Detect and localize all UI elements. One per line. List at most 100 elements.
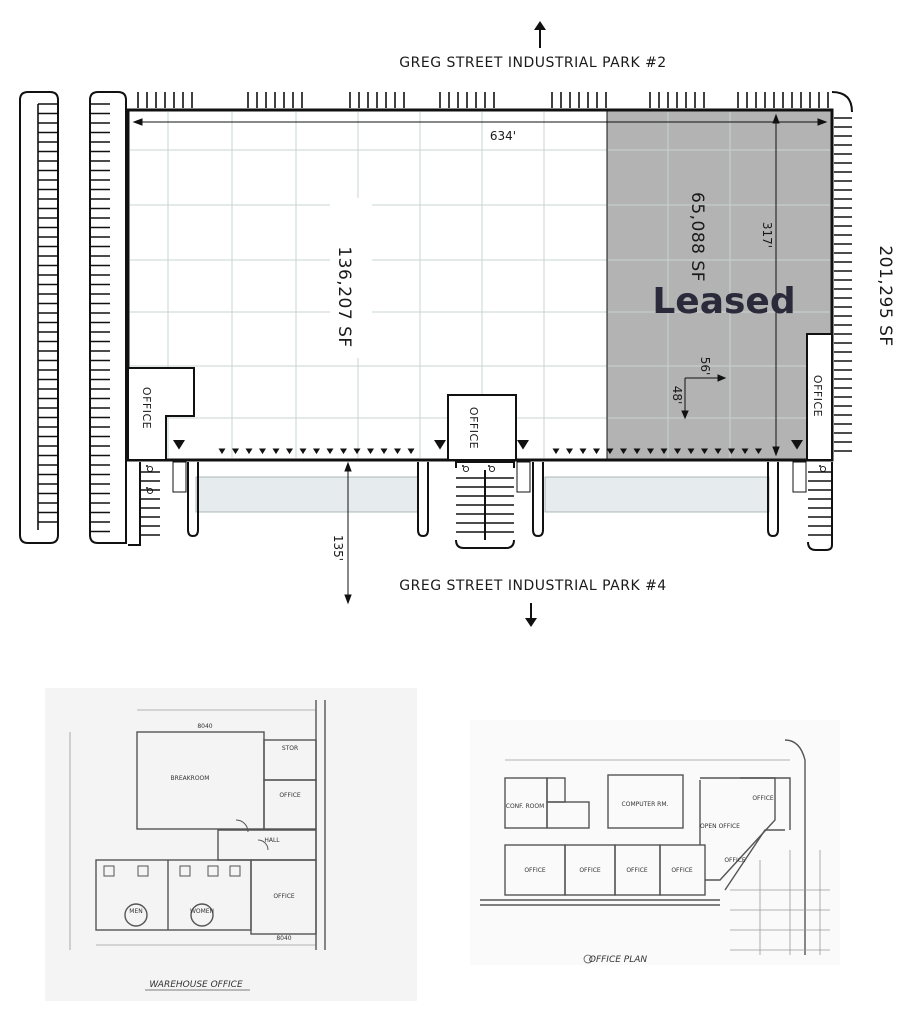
- dock-door-marker-icon: [728, 448, 735, 455]
- loading-pad-center: [516, 461, 531, 493]
- accessible-parking-icon: [819, 465, 827, 473]
- truck-court-right: [544, 476, 770, 513]
- dock-door-marker-icon: [313, 448, 320, 455]
- accessible-parking-icon: [462, 465, 470, 473]
- leased-area-label: 65,088 SF: [687, 192, 707, 282]
- setback-dimension-label: 135': [331, 535, 345, 561]
- office-plan-office-4: OFFICE: [626, 867, 648, 874]
- office-center: [447, 394, 517, 461]
- office-left: [127, 367, 195, 461]
- dock-door-marker-icon: [407, 448, 415, 455]
- office-center-label: OFFICE: [467, 407, 480, 449]
- dock-door-marker-icon: [593, 448, 600, 455]
- dock-door-marker-icon: [367, 448, 374, 455]
- dock-door-marker-icon: [232, 448, 239, 455]
- dock-door-marker-icon: [299, 448, 307, 455]
- depth-dimension: [772, 113, 780, 457]
- lower-left-parking: [128, 462, 141, 546]
- office-plan-office-1: OFFICE: [752, 795, 774, 802]
- warehouse-office-title: WAREHOUSE OFFICE: [149, 980, 243, 990]
- office-plan-office-6: OFFICE: [724, 857, 746, 864]
- office-right-label: OFFICE: [811, 375, 824, 417]
- loading-pad-right: [792, 461, 807, 493]
- depth-dimension-label: 317': [760, 222, 774, 248]
- south-park-label: GREG STREET INDUSTRIAL PARK #4: [399, 578, 666, 594]
- center-parking-stalls: [456, 477, 514, 533]
- truck-court-left: [195, 476, 419, 513]
- warehouse-office-plan: BREAKROOM STOR OFFICE HALL MEN WOMEN OFF…: [45, 688, 417, 1001]
- lower-right-stalls: [808, 471, 832, 536]
- office-right: [806, 333, 833, 461]
- dock-door-marker-icon: [674, 448, 681, 455]
- accessible-parking-icon: [146, 487, 154, 495]
- accessible-parking-icon-head: [462, 465, 464, 467]
- office-left-label: OFFICE: [140, 387, 153, 429]
- warehouse-stor-label: STOR: [282, 745, 298, 752]
- warehouse-office-label-1: OFFICE: [279, 792, 301, 799]
- dock-door-marker-icon: [286, 448, 293, 455]
- lower-right-parking: [807, 462, 833, 551]
- dock-door-marker-icon: [647, 448, 654, 455]
- north-park-label: GREG STREET INDUSTRIAL PARK #2: [399, 55, 666, 71]
- dock-door-marker-icon: [741, 448, 749, 455]
- dock-door-marker-icon: [326, 448, 334, 455]
- leased-label: Leased: [652, 281, 795, 322]
- dock-door-marker-icon: [620, 448, 627, 455]
- dock-door-marker-icon: [434, 440, 446, 450]
- dock-door-marker-icon: [606, 448, 614, 455]
- dock-door-marker-icon: [714, 448, 722, 455]
- dock-door-marker-icon: [791, 440, 803, 450]
- office-plan: CONF. ROOM COMPUTER RM. OPEN OFFICE OFFI…: [470, 720, 840, 965]
- dock-door-marker-icon: [566, 448, 573, 455]
- bay-dimension-marker: [681, 374, 727, 420]
- dock-door-marker-icon: [245, 448, 253, 455]
- dock-door-marker-icon: [173, 440, 185, 450]
- accessible-parking-icon-head: [146, 465, 148, 467]
- width-dimension-label: 634': [490, 129, 516, 143]
- dock-door-marker-icon: [353, 448, 361, 455]
- available-area-label: 136,207 SF: [334, 246, 354, 347]
- warehouse-men-label: MEN: [129, 908, 142, 915]
- office-plan-computer-rm: COMPUTER RM.: [622, 801, 669, 808]
- office-plan-office-2: OFFICE: [524, 867, 546, 874]
- north-arrow-icon: [534, 21, 546, 48]
- dock-door-marker-icon: [687, 448, 695, 455]
- warehouse-note-1: 8040: [197, 723, 212, 730]
- warehouse-note-2: 8040: [276, 935, 291, 942]
- dock-door-marker-icon: [517, 440, 529, 450]
- accessible-parking-icon: [146, 465, 154, 473]
- office-plan-conf-room: CONF. ROOM: [506, 803, 545, 810]
- width-dimension: [132, 118, 828, 126]
- left-parking-stalls-outer: [37, 103, 58, 530]
- left-parking-outer: [19, 91, 59, 544]
- south-arrow-icon: [525, 603, 537, 627]
- left-parking-inner: [89, 91, 127, 544]
- dock-door-marker-icon: [259, 448, 266, 455]
- dock-door-marker-icon: [660, 448, 668, 455]
- accessible-parking-icons: [146, 465, 827, 495]
- dock-door-marker-icon: [272, 448, 280, 455]
- dock-door-marker-icon: [380, 448, 388, 455]
- drive-curbs: [187, 462, 779, 538]
- dock-door-marker-icon: [633, 448, 641, 455]
- accessible-parking-icon-head: [819, 465, 821, 467]
- accessible-parking-icon-head: [488, 465, 490, 467]
- leased-area: [607, 110, 832, 460]
- dock-door-marker-icon: [755, 448, 762, 455]
- left-parking-stalls-inner: [90, 103, 110, 533]
- loading-pad-left: [172, 461, 187, 493]
- office-plan-open-office: OPEN OFFICE: [700, 823, 740, 830]
- warehouse-hall-label: HALL: [264, 837, 280, 844]
- bay-width-label: 56': [698, 357, 712, 376]
- dock-door-marker-icon: [218, 448, 226, 455]
- bay-depth-label: 48': [670, 386, 684, 405]
- dock-door-marker-icon: [394, 448, 401, 455]
- accessible-parking-icon-head: [146, 487, 148, 489]
- right-parking-stalls: [834, 117, 852, 452]
- warehouse-breakroom-label: BREAKROOM: [171, 775, 210, 782]
- dock-door-marker-icon: [579, 448, 587, 455]
- setback-dimension: [344, 461, 352, 605]
- warehouse-office-label-2: OFFICE: [273, 893, 295, 900]
- dock-door-marker-icon: [552, 448, 560, 455]
